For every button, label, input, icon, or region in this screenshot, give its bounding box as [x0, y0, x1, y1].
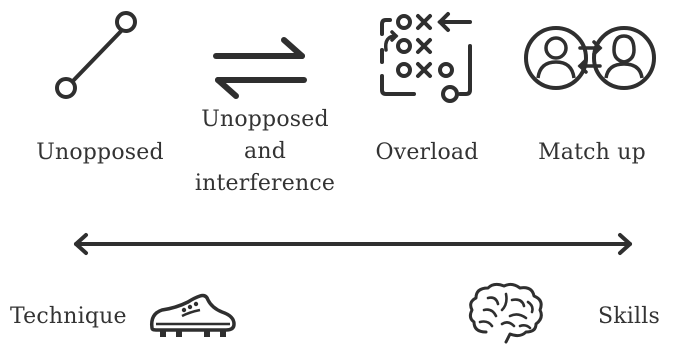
swap-arrows-icon: [210, 36, 310, 100]
stage-label-line: Unopposed: [201, 107, 329, 132]
continuum-double-arrow: [70, 232, 636, 256]
football-boot-icon: [146, 290, 238, 342]
brain-icon: [466, 280, 546, 344]
stage-label-unopposed-and-interference: Unopposed and interference: [190, 104, 340, 200]
stage-label-match-up: Match up: [538, 140, 646, 165]
stage-label-line: and: [244, 139, 286, 164]
stage-label-line: interference: [194, 171, 336, 196]
stage-label-unopposed: Unopposed: [36, 140, 164, 165]
continuum-right-label: Skills: [598, 304, 661, 329]
tactics-board-icon: [374, 6, 484, 106]
line-segment-icon: [48, 6, 144, 102]
player-vs-player-icon: [520, 18, 660, 94]
stage-label-overload: Overload: [375, 140, 479, 165]
continuum-left-label: Technique: [10, 304, 127, 329]
